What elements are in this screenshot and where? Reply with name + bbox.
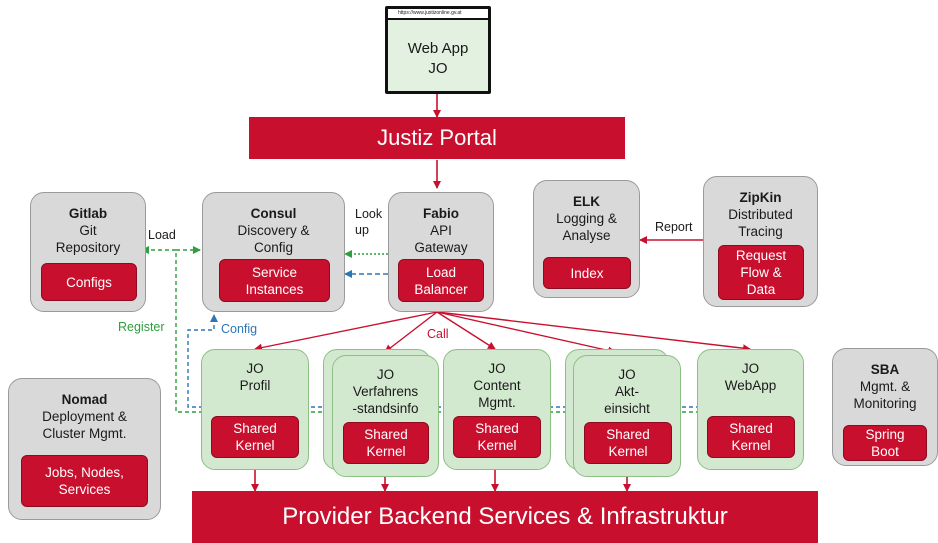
- elk-index: Index: [543, 257, 631, 289]
- zipkin-title: ZipKin: [739, 190, 782, 205]
- gitlab-configs: Configs: [41, 263, 137, 301]
- config-line: [187, 314, 700, 408]
- service-line3: -standsinfo: [352, 401, 419, 416]
- fabio-title: Fabio: [423, 206, 459, 221]
- gitlab-line2: Repository: [55, 240, 121, 255]
- service-line2: Verfahrens: [352, 384, 419, 399]
- label-register: Register: [118, 320, 165, 334]
- nomad-jobs: Jobs, Nodes,Services: [21, 455, 148, 507]
- service-line1: JO: [741, 361, 760, 376]
- elk-line1: Logging &: [556, 211, 617, 226]
- label-load: Load: [148, 228, 176, 242]
- service-line2: Profil: [239, 378, 271, 393]
- gitlab-box: Gitlab Git Repository Configs: [30, 192, 146, 312]
- consul-line1: Discovery &: [237, 223, 310, 238]
- label-lookup-2: up: [355, 223, 369, 237]
- backend-bar: Provider Backend Services & Infrastruktu…: [192, 491, 818, 543]
- gitlab-line1: Git: [79, 223, 97, 238]
- zipkin-line1: Distributed: [728, 207, 793, 222]
- arrow-call-webapp: [436, 311, 751, 353]
- service-line1: JO: [618, 367, 636, 382]
- nomad-title: Nomad: [61, 392, 108, 407]
- service-line1: JO: [376, 367, 395, 382]
- webapp-sub: JO: [428, 60, 448, 77]
- elk-box: ELK Logging & Analyse Index: [533, 180, 640, 298]
- sba-line1: Mgmt. &: [859, 379, 911, 394]
- browser-window: https://www.justizonline.gv.at Web App J…: [385, 6, 491, 94]
- consul-title: Consul: [250, 206, 297, 221]
- label-config: Config: [221, 322, 258, 336]
- elk-title: ELK: [573, 194, 600, 209]
- justiz-portal-label: Justiz Portal: [377, 125, 497, 150]
- webapp-label: Web App: [407, 40, 469, 57]
- service-line3: Mgmt.: [478, 395, 516, 410]
- arrow-call-akt: [436, 311, 616, 355]
- service-line2: Akt-: [614, 384, 639, 399]
- service-line1: JO: [246, 361, 264, 376]
- consul-line2: Config: [253, 240, 294, 255]
- justiz-portal-bar: Justiz Portal: [249, 117, 625, 159]
- sba-line2: Monitoring: [853, 396, 917, 411]
- nomad-box: Nomad Deployment & Cluster Mgmt. Jobs, N…: [8, 378, 161, 520]
- fabio-line2: Gateway: [414, 240, 468, 255]
- service-line3: einsicht: [604, 401, 650, 416]
- service-line1: JO: [488, 361, 506, 376]
- service-line2: Content: [473, 378, 521, 393]
- elk-line2: Analyse: [562, 228, 611, 243]
- service-line2: WebApp: [724, 378, 777, 393]
- nomad-line1: Deployment &: [42, 409, 127, 424]
- label-report: Report: [655, 220, 693, 234]
- arrow-call-content: [436, 311, 496, 350]
- backend-label: Provider Backend Services & Infrastruktu…: [282, 503, 728, 530]
- label-lookup-1: Look: [355, 207, 383, 221]
- zipkin-line2: Tracing: [738, 224, 783, 239]
- label-call: Call: [427, 327, 449, 341]
- browser-url: https://www.justizonline.gv.at: [398, 10, 462, 16]
- browser-address-bar: https://www.justizonline.gv.at: [388, 9, 488, 20]
- arrow-call-profil: [254, 311, 438, 352]
- sba-title: SBA: [870, 362, 900, 377]
- nomad-line2: Cluster Mgmt.: [42, 426, 127, 441]
- arrow-call-verfahren: [384, 311, 438, 353]
- gitlab-title: Gitlab: [68, 206, 108, 221]
- fabio-line1: API: [430, 223, 452, 238]
